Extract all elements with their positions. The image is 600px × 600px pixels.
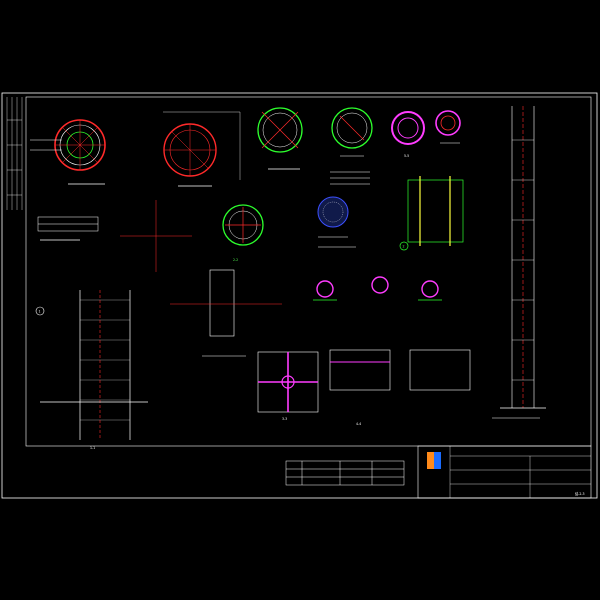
- pipe-elevation: 2: [399, 176, 464, 251]
- elevation-1-1: 1-1: [40, 290, 148, 450]
- plan-view-6: [435, 110, 461, 144]
- column-joint-1: [170, 269, 282, 357]
- plan-view-1: [30, 119, 106, 185]
- title-block: 结-2-3: [417, 445, 592, 499]
- company-logo-icon: [427, 452, 441, 469]
- notes-upper: [330, 171, 370, 185]
- material-table: [285, 460, 405, 486]
- section-label-5-5: 5-5: [404, 154, 409, 158]
- section-label-4-4: 4-4: [356, 422, 361, 426]
- pipe-details-row: [313, 276, 442, 301]
- callout-label-2: 2: [403, 245, 405, 249]
- green-circle-section: 2-2: [222, 204, 264, 262]
- section-label-2-2: 2-2: [233, 258, 238, 262]
- callout-label-1: 1: [39, 310, 41, 314]
- inner-frame: [25, 96, 592, 447]
- joint-detail-4-4: 4-4: [329, 349, 471, 426]
- tall-elevation: [492, 106, 546, 419]
- grid-plan: [120, 200, 192, 272]
- binding-strip: [6, 97, 23, 210]
- callout-1: 1: [35, 306, 45, 316]
- plan-view-2: [163, 111, 241, 187]
- small-detail-left: [37, 216, 99, 241]
- plan-view-5: 5-5: [391, 111, 425, 158]
- blue-hatch-circle: [317, 196, 356, 248]
- sheet-number: 结-2-3: [575, 491, 585, 496]
- joint-detail-3-3: 3-3: [257, 351, 319, 421]
- outer-frame: [1, 92, 598, 499]
- plan-view-4: [331, 107, 373, 157]
- section-label-3-3: 3-3: [282, 417, 287, 421]
- section-label-1-1: 1-1: [90, 446, 95, 450]
- plan-view-3: [257, 107, 303, 170]
- circle-callout-icon: [399, 241, 409, 251]
